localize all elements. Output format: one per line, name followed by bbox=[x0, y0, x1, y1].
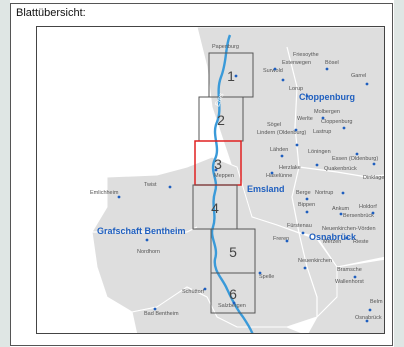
place-belm: Belm bbox=[370, 299, 383, 305]
tile-6-number: 6 bbox=[229, 286, 237, 302]
tile-3-number: 3 bbox=[214, 156, 222, 172]
place-quakenbrueck: Quakenbrück bbox=[324, 166, 357, 172]
district-border-1 bbox=[286, 46, 300, 234]
place-dinklage: Dinklage bbox=[363, 175, 384, 181]
place-bad-bentheim: Bad Bentheim bbox=[144, 311, 179, 317]
place-salzbergen: Salzbergen bbox=[218, 303, 246, 309]
place-bersenbrueck: Bersenbrück bbox=[343, 213, 374, 219]
tile-5-number: 5 bbox=[229, 244, 237, 260]
tile-4-number: 4 bbox=[211, 200, 219, 216]
background-edge-right bbox=[394, 0, 404, 347]
place-ankum: Ankum bbox=[332, 206, 350, 212]
region-label-cloppenburg: Cloppenburg bbox=[299, 92, 355, 102]
place-friesoythe: Friesoythe bbox=[293, 52, 319, 58]
place-twist: Twist bbox=[144, 182, 157, 188]
place-papenburg: Papenburg bbox=[212, 44, 239, 50]
tile-6[interactable]: 6 bbox=[210, 272, 256, 314]
district-border-2 bbox=[298, 166, 384, 178]
place-boesel: Bösel bbox=[325, 60, 339, 66]
place-garrel: Garrel bbox=[351, 73, 366, 79]
place-meppen: Meppen bbox=[214, 173, 234, 179]
place-esterwegen: Esterwegen bbox=[282, 60, 311, 66]
map-svg: 1 2 3 4 5 bbox=[90, 27, 384, 333]
region-label-osnabrueck: Osnabrück bbox=[309, 232, 357, 242]
panel-title: Blattübersicht: bbox=[16, 7, 86, 19]
place-merzen: Merzen bbox=[323, 239, 341, 245]
place-osnabrueck: Osnabrück bbox=[355, 315, 382, 321]
background-edge-left bbox=[0, 0, 10, 347]
place-bramsche: Bramsche bbox=[337, 267, 362, 273]
place-lorup: Lorup bbox=[289, 86, 303, 92]
region-label-emsland: Emsland bbox=[247, 184, 285, 194]
place-surwold: Surwold bbox=[263, 68, 283, 74]
region-label-grafschaft-bentheim: Grafschaft Bentheim bbox=[97, 226, 186, 236]
land-lower bbox=[131, 286, 304, 333]
town-markers bbox=[117, 67, 376, 323]
place-loeningen: Löningen bbox=[308, 149, 331, 155]
place-essen: Essen (Oldenburg) bbox=[332, 156, 378, 162]
place-emlichheim: Emlichheim bbox=[90, 190, 119, 196]
place-molbergen: Molbergen bbox=[314, 109, 340, 115]
district-border-4 bbox=[298, 232, 318, 317]
place-nordhorn: Nordhorn bbox=[137, 249, 160, 255]
place-rieste: Rieste bbox=[353, 239, 369, 245]
place-lastrup: Lastrup bbox=[313, 129, 331, 135]
sheet-overview-panel: Blattübersicht: 1 bbox=[10, 3, 393, 346]
land-areas bbox=[91, 27, 384, 333]
place-laehden: Lähden bbox=[270, 147, 288, 153]
place-schuettorf: Schüttorf bbox=[182, 289, 204, 295]
land-east bbox=[307, 258, 384, 333]
place-soegel: Sögel bbox=[267, 122, 281, 128]
tile-1-number: 1 bbox=[227, 68, 235, 84]
place-fuerstenau: Fürstenau bbox=[287, 223, 312, 229]
region-labels: Cloppenburg Emsland Grafschaft Bentheim … bbox=[97, 92, 357, 242]
place-freren: Freren bbox=[273, 236, 289, 242]
overview-map: 1 2 3 4 5 bbox=[36, 26, 385, 334]
place-nortrup: Nortrup bbox=[315, 190, 333, 196]
place-spelle: Spelle bbox=[259, 274, 274, 280]
place-berge: Berge bbox=[296, 190, 311, 196]
place-labels: Papenburg Friesoythe Esterwegen Bösel Su… bbox=[90, 44, 384, 321]
place-haseluenne: Haselünne bbox=[266, 173, 292, 179]
tile-grid: 1 2 3 4 5 bbox=[192, 52, 256, 314]
place-neuenkirchen: Neuenkirchen bbox=[298, 258, 332, 264]
place-werlte: Werlte bbox=[297, 116, 313, 122]
district-border-3 bbox=[92, 226, 198, 233]
river-label: Ems bbox=[214, 92, 226, 108]
tile-2-number: 2 bbox=[217, 112, 225, 128]
place-lindern: Lindern (Oldenburg) bbox=[257, 130, 306, 136]
place-cloppenburg: Cloppenburg bbox=[321, 119, 353, 125]
place-wallenhorst: Wallenhorst bbox=[335, 279, 364, 285]
place-neuenkirchen-voerden: Neuenkirchen-Vörden bbox=[322, 226, 376, 232]
place-herzlake: Herzlake bbox=[279, 165, 301, 171]
place-bippen: Bippen bbox=[298, 202, 315, 208]
place-holdorf: Holdorf bbox=[359, 204, 377, 210]
